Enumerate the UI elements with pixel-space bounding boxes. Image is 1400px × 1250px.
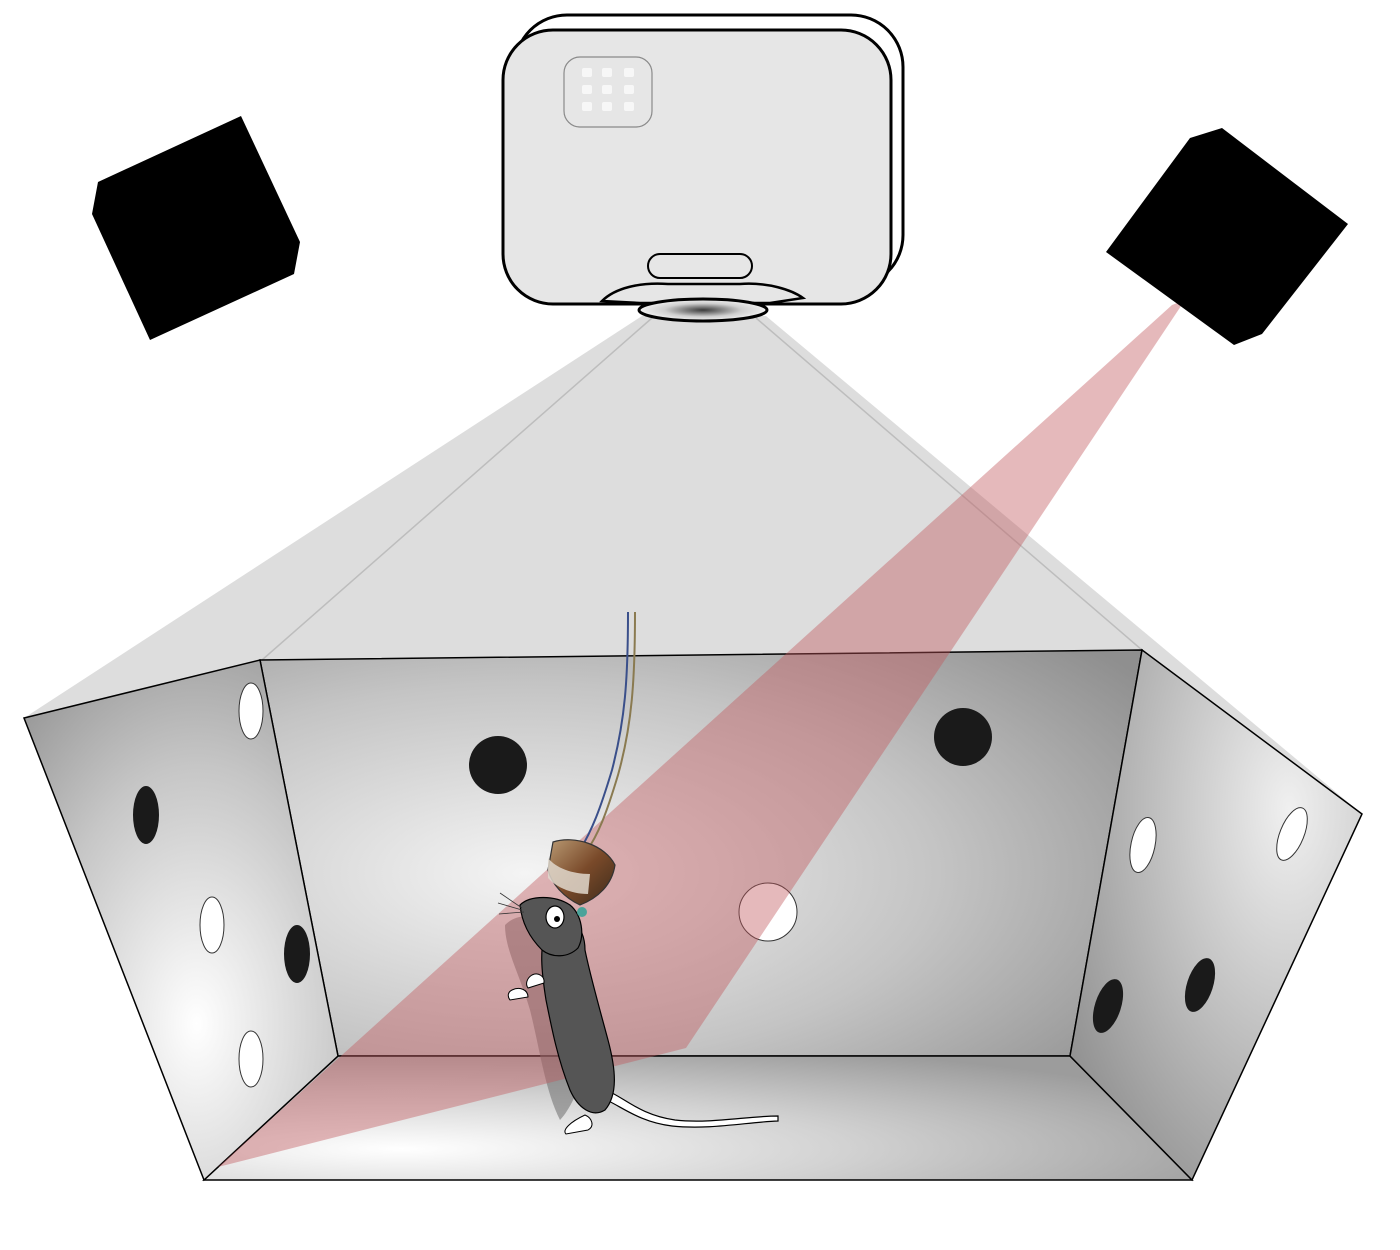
wall-dot-dark (284, 925, 310, 983)
wall-dot-dark (469, 736, 527, 794)
wall-dot-light (238, 682, 264, 740)
headstage-led (577, 907, 587, 917)
wall-dot-dark (1184, 958, 1216, 1012)
wall-dot-light (1129, 816, 1157, 874)
mouse-body (541, 918, 615, 1114)
left-cube[interactable] (92, 116, 300, 340)
overhead-camera[interactable] (501, 13, 905, 323)
mouse-hindpaw (564, 1114, 593, 1135)
camera-slot (647, 253, 753, 279)
mouse-whiskers (497, 892, 525, 915)
mouse-forepaw (526, 973, 545, 989)
mouse-tail (601, 1089, 779, 1128)
camera-lens (637, 297, 769, 323)
camera-lens-mount (599, 282, 807, 305)
mouse-eye (554, 916, 560, 922)
mouse[interactable] (497, 892, 779, 1135)
light-beam[interactable] (218, 300, 1185, 1167)
wall-dot-light (199, 896, 225, 954)
camera-sensor-dots (582, 68, 634, 111)
wall-dot-dark (1092, 979, 1124, 1033)
arena (22, 648, 1363, 1182)
wall-dot-light (1276, 807, 1308, 861)
right-cube[interactable] (1106, 128, 1348, 345)
tether[interactable] (579, 611, 636, 853)
arena-right-wall (1069, 648, 1363, 1182)
headstage[interactable] (547, 839, 616, 917)
mouse-forepaw (507, 987, 529, 1001)
wall-dot-dark (133, 786, 159, 844)
wall-dot-light (738, 882, 798, 942)
wall-dot-dark (934, 708, 992, 766)
wall-dot-light (238, 1030, 264, 1088)
